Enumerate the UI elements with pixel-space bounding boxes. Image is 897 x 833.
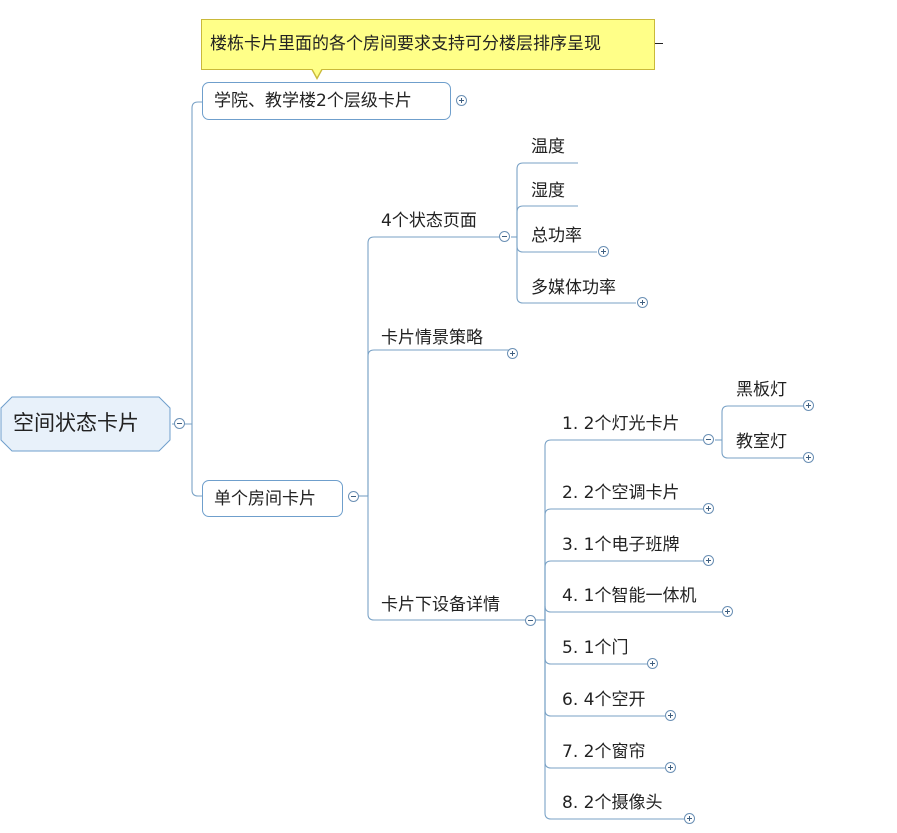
expand-camera-icon[interactable]	[684, 813, 695, 824]
topic-branch2-label: 单个房间卡片	[214, 489, 316, 509]
expand-smart-panel-icon[interactable]	[722, 606, 733, 617]
expand-strategy-icon[interactable]	[507, 348, 518, 359]
topic-humidity[interactable]: 湿度	[531, 181, 565, 201]
note-callout: 楼栋卡片里面的各个房间要求支持可分楼层排序呈现	[201, 19, 655, 70]
expand-class-board-icon[interactable]	[703, 555, 714, 566]
expand-total-power-icon[interactable]	[598, 246, 609, 257]
topic-branch1[interactable]: 学院、教学楼2个层级卡片	[202, 82, 451, 120]
callout-pointer-fill	[312, 68, 322, 77]
expand-curtain-icon[interactable]	[665, 762, 676, 773]
collapse-lights-icon[interactable]	[703, 434, 714, 445]
topic-device-curtain[interactable]: 7. 2个窗帘	[562, 742, 646, 762]
topic-temperature[interactable]: 温度	[531, 137, 565, 157]
expand-ac-icon[interactable]	[703, 503, 714, 514]
topic-device-lights[interactable]: 1. 2个灯光卡片	[562, 414, 680, 434]
topic-classroom-light[interactable]: 教室灯	[736, 432, 787, 452]
collapse-root-icon[interactable]	[174, 418, 185, 429]
topic-device-ac[interactable]: 2. 2个空调卡片	[562, 483, 680, 503]
expand-breaker-icon[interactable]	[665, 710, 676, 721]
topic-branch1-label: 学院、教学楼2个层级卡片	[214, 91, 412, 111]
expand-blackboard-light-icon[interactable]	[803, 400, 814, 411]
topic-device-camera[interactable]: 8. 2个摄像头	[562, 793, 663, 813]
topic-scene-strategy[interactable]: 卡片情景策略	[381, 328, 483, 348]
topic-blackboard-light[interactable]: 黑板灯	[736, 380, 787, 400]
collapse-devices-icon[interactable]	[525, 615, 536, 626]
expand-media-power-icon[interactable]	[637, 297, 648, 308]
root-label: 空间状态卡片	[13, 411, 139, 435]
root-shape	[0, 396, 171, 452]
callout-marker	[655, 43, 663, 44]
root-topic[interactable]: 空间状态卡片	[0, 396, 171, 452]
collapse-status-icon[interactable]	[499, 231, 510, 242]
expand-door-icon[interactable]	[647, 658, 658, 669]
note-text: 楼栋卡片里面的各个房间要求支持可分楼层排序呈现	[210, 34, 601, 54]
expand-branch1-icon[interactable]	[456, 95, 467, 106]
topic-media-power[interactable]: 多媒体功率	[531, 278, 616, 298]
topic-status-pages[interactable]: 4个状态页面	[381, 211, 477, 231]
expand-classroom-light-icon[interactable]	[803, 452, 814, 463]
topic-total-power[interactable]: 总功率	[531, 226, 582, 246]
topic-device-door[interactable]: 5. 1个门	[562, 638, 629, 658]
topic-device-class-board[interactable]: 3. 1个电子班牌	[562, 535, 680, 555]
collapse-branch2-icon[interactable]	[348, 491, 359, 502]
topic-branch2[interactable]: 单个房间卡片	[202, 480, 343, 517]
topic-device-details[interactable]: 卡片下设备详情	[381, 595, 500, 615]
topic-device-breaker[interactable]: 6. 4个空开	[562, 690, 646, 710]
topic-device-smart-panel[interactable]: 4. 1个智能一体机	[562, 586, 697, 606]
